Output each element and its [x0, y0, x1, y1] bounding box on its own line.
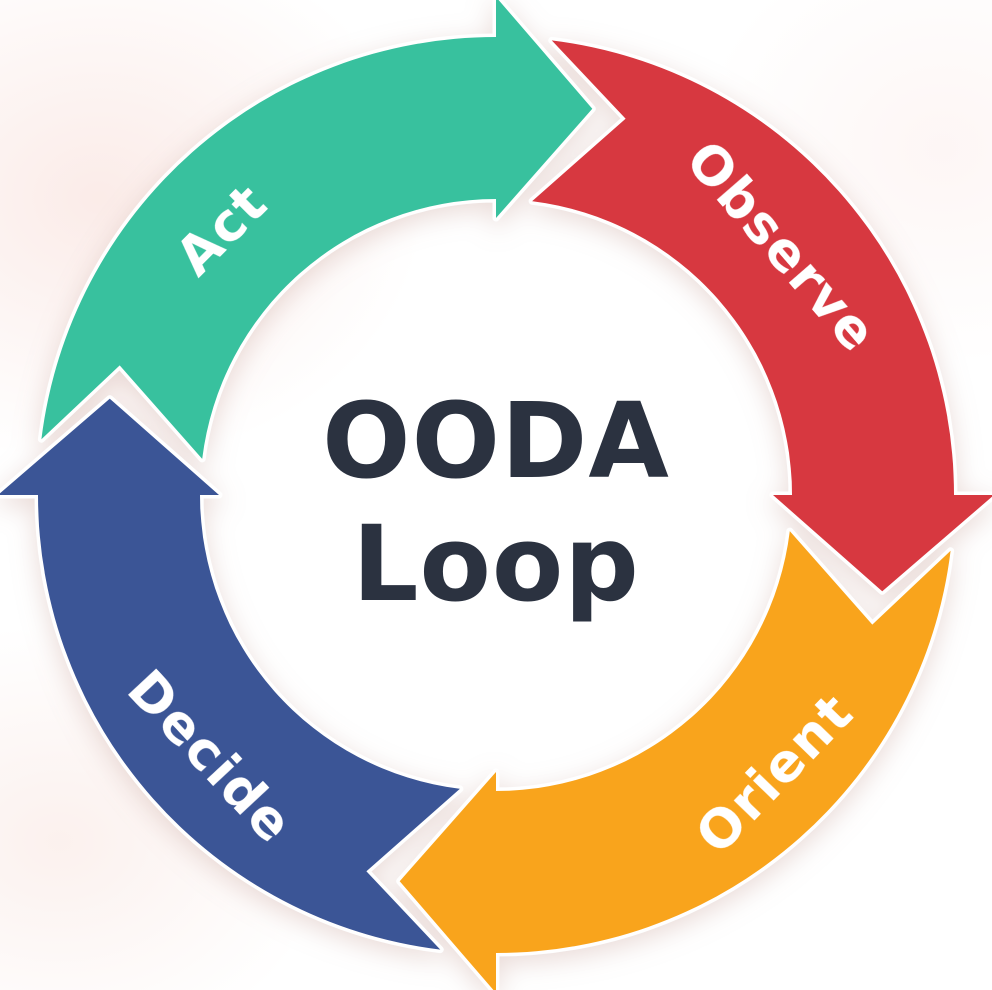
center-title-line2: Loop: [352, 503, 640, 625]
center-title-line1: OODA: [322, 380, 670, 502]
center-title: OODA Loop: [322, 380, 670, 625]
